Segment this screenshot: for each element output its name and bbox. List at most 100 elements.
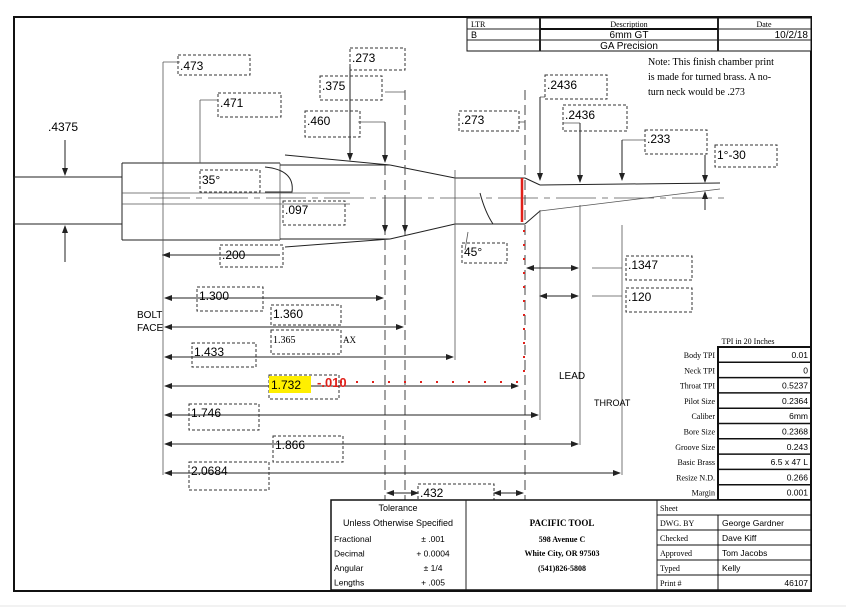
tpi-title: TPI in 20 Inches xyxy=(721,337,774,346)
dim-233: .233 xyxy=(647,132,671,146)
tpi-value: 6.5 x 47 L xyxy=(771,457,809,467)
tolerance-label: Fractional xyxy=(334,534,371,544)
tolerance-subtitle: Unless Otherwise Specified xyxy=(343,518,453,528)
dimension-boxes: .473 .471 .4375 .273 .375 .460 .273 .243… xyxy=(48,47,778,509)
tpi-value: 6mm xyxy=(789,411,808,421)
sheet-label: DWG. BY xyxy=(660,519,694,528)
label-throat: THROAT xyxy=(594,398,631,408)
dim-1365: 1.365 xyxy=(273,335,296,346)
label-lead: LEAD xyxy=(559,371,585,382)
sheet-label: Typed xyxy=(660,564,680,573)
tolerance-value: ± 1/4 xyxy=(424,563,443,573)
dim-1-30: 1°-30 xyxy=(717,148,746,162)
dim-1360: 1.360 xyxy=(273,307,303,321)
tpi-value: 0.2368 xyxy=(782,427,808,437)
tolerance-label: Decimal xyxy=(334,549,365,559)
tpi-value: 0.001 xyxy=(787,488,809,498)
company-phone: (541)826-5808 xyxy=(538,564,586,573)
sheet-value: Kelly xyxy=(722,563,741,573)
tolerance-label: Lengths xyxy=(334,578,364,588)
extension-lines xyxy=(162,62,623,500)
tpi-label: Pilot Size xyxy=(684,397,715,406)
sheet-label: Approved xyxy=(660,549,692,558)
rev-header-date: Date xyxy=(756,20,772,29)
dim-097: .097 xyxy=(285,203,309,217)
tpi-label: Caliber xyxy=(691,412,715,421)
dim-375: .375 xyxy=(322,79,346,93)
tpi-label: Groove Size xyxy=(675,443,715,452)
tolerance-value: ± .001 xyxy=(421,534,445,544)
sheet-label: Sheet xyxy=(660,504,679,513)
company-city: White City, OR 97503 xyxy=(524,549,599,558)
dim-4375: .4375 xyxy=(48,120,78,134)
dim-35: 35° xyxy=(202,173,220,187)
tpi-label: Bore Size xyxy=(684,428,716,437)
dim-ax: AX xyxy=(343,335,356,345)
tolerance-label: Angular xyxy=(334,563,363,573)
rev-ltr: B xyxy=(471,30,477,40)
sheet-value: George Gardner xyxy=(722,518,784,528)
tpi-value: 0 xyxy=(803,365,808,375)
rev-header-desc: Description xyxy=(610,20,647,29)
tpi-value: 0.2364 xyxy=(782,396,808,406)
tpi-value: 0.01 xyxy=(791,350,808,360)
drawing-labels: BOLT FACE LEAD THROAT xyxy=(137,310,631,408)
svg-text:turn neck would be .273: turn neck would be .273 xyxy=(648,87,745,98)
tpi-value: 0.5237 xyxy=(782,381,808,391)
tolerance-value: + .005 xyxy=(421,578,445,588)
rev-header-ltr: LTR xyxy=(471,20,486,29)
sheet-value: 46107 xyxy=(784,578,808,588)
title-block: Tolerance Unless Otherwise Specified Fra… xyxy=(330,499,812,591)
dim-2436a: .2436 xyxy=(547,78,577,92)
rev-desc: 6mm GT xyxy=(610,30,649,41)
tpi-label: Basic Brass xyxy=(677,458,715,467)
tpi-label: Margin xyxy=(692,489,715,498)
company-address: 598 Avenue C xyxy=(539,535,586,544)
dim-460: .460 xyxy=(307,114,331,128)
company-name: PACIFIC TOOL xyxy=(530,518,595,528)
drawing-border xyxy=(13,16,812,592)
dim-2436b: .2436 xyxy=(565,108,595,122)
svg-text:is made for turned brass. A no: is made for turned brass. A no- xyxy=(648,72,771,83)
dim-273b: .273 xyxy=(461,113,485,127)
label-face: FACE xyxy=(137,323,163,334)
dim-1746: 1.746 xyxy=(191,406,221,420)
label-bolt: BOLT xyxy=(137,310,162,321)
chamber-profile xyxy=(13,154,730,248)
dim-45: 45° xyxy=(464,245,482,259)
tpi-label: Neck TPI xyxy=(684,366,715,375)
dim-1732: 1.732 xyxy=(271,378,301,392)
dim-471: .471 xyxy=(220,96,244,110)
red-annotation-label: -.010 xyxy=(317,375,347,390)
dim-1866: 1.866 xyxy=(275,438,305,452)
tpi-value: 0.243 xyxy=(787,442,809,452)
revision-table: LTR Description Date B 6mm GT 10/2/18 GA… xyxy=(466,17,812,52)
dim-200: .200 xyxy=(222,248,246,262)
tolerance-title: Tolerance xyxy=(378,503,417,513)
tpi-label: Resize N.D. xyxy=(676,473,715,482)
red-annotation: -.010 xyxy=(317,230,525,390)
sheet-value: Dave Kiff xyxy=(722,533,757,543)
dim-473: .473 xyxy=(180,59,204,73)
tpi-label: Throat TPI xyxy=(680,382,716,391)
dim-20684: 2.0684 xyxy=(191,464,228,478)
dim-432: .432 xyxy=(420,486,444,500)
tpi-label: Body TPI xyxy=(684,351,716,360)
chamber-note: Note: This finish chamber print is made … xyxy=(648,57,774,98)
leaders xyxy=(62,61,708,496)
rev-desc-2: GA Precision xyxy=(600,41,658,52)
dim-273a: .273 xyxy=(352,51,376,65)
rev-date: 10/2/18 xyxy=(775,30,809,41)
dim-1300: 1.300 xyxy=(199,289,229,303)
sheet-label: Print # xyxy=(660,579,682,588)
svg-text:Note: This finish chamber prin: Note: This finish chamber print xyxy=(648,57,774,68)
sheet-label: Checked xyxy=(660,534,688,543)
tolerance-value: + 0.0004 xyxy=(416,549,450,559)
dim-120: .120 xyxy=(628,290,652,304)
dim-1433: 1.433 xyxy=(194,345,224,359)
sheet-value: Tom Jacobs xyxy=(722,548,767,558)
dim-1347: .1347 xyxy=(628,258,658,272)
tpi-value: 0.266 xyxy=(787,472,809,482)
